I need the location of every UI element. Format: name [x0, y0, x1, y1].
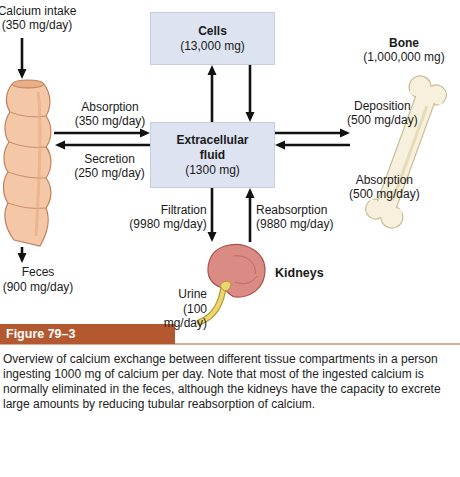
- flow-label: Secretion (250 mg/day): [72, 152, 147, 180]
- node-heading: Extracellular fluid: [170, 133, 256, 163]
- node-amount: (1300 mg): [185, 163, 240, 178]
- bone-node: Bone(1,000,000 mg): [350, 36, 458, 236]
- feces-arrow: [21, 247, 24, 258]
- flow-arrow: [249, 193, 252, 242]
- flow-label: Absorption (350 mg/day): [71, 100, 149, 128]
- compartment-box: Extracellular fluid(1300 mg): [150, 122, 275, 188]
- node-heading: Bone: [350, 36, 458, 50]
- intestine-opening: [12, 80, 44, 88]
- compartment-box: Cells(13,000 mg): [150, 12, 275, 65]
- flow-arrow: [249, 65, 252, 117]
- edge-label: Deposition (500 mg/day): [343, 99, 422, 127]
- node-heading: Kidneys: [275, 266, 324, 280]
- absorption-arrow: [54, 132, 145, 135]
- flow-label: Calcium intake (350 mg/day): [0, 4, 77, 32]
- bone-shape: [361, 73, 451, 231]
- figure-caption: Overview of calcium exchange between dif…: [3, 352, 455, 412]
- flow-label: Feces: [2, 265, 74, 279]
- bone-joint: [409, 80, 446, 105]
- node-heading: Cells: [198, 24, 227, 39]
- figure-number: Figure 79–3: [6, 327, 75, 342]
- bone-drawing: [350, 36, 458, 236]
- intestine-drawing: [3, 80, 50, 246]
- kidney-detail: [233, 256, 257, 284]
- bone-joint: [366, 199, 403, 224]
- node-amount: (1,000,000 mg): [350, 50, 458, 64]
- edge-label: Reabsorption (9880 mg/day): [256, 203, 335, 231]
- kidney-drawing: [205, 242, 267, 300]
- kidney-outline: [208, 244, 265, 297]
- flow-arrow: [275, 132, 345, 135]
- bone-knob: [406, 73, 434, 101]
- flow-arrow: [280, 144, 350, 147]
- flow-arrow: [211, 188, 214, 237]
- secretion-arrow: [60, 144, 150, 147]
- bone-knob: [378, 203, 406, 231]
- flow-arrow: [211, 70, 214, 122]
- renal-pelvis: [220, 281, 231, 291]
- figure-number-bar: [0, 324, 175, 344]
- kidney-node: Kidneys: [205, 242, 267, 300]
- edge-label: Filtration (9980 mg/day): [128, 203, 207, 231]
- flow-label: (900 mg/day): [2, 280, 74, 294]
- flow-label: Urine: [137, 287, 207, 301]
- edge-label: Absorption (500 mg/day): [345, 173, 424, 201]
- figure-rule: [0, 344, 460, 345]
- bone-knob: [424, 82, 450, 108]
- intake-arrow: [21, 38, 24, 74]
- intestine-outline: [3, 84, 50, 246]
- intestine-shading: [36, 92, 40, 236]
- node-amount: (13,000 mg): [180, 39, 245, 54]
- flow-label: (100 mg/day): [137, 302, 207, 330]
